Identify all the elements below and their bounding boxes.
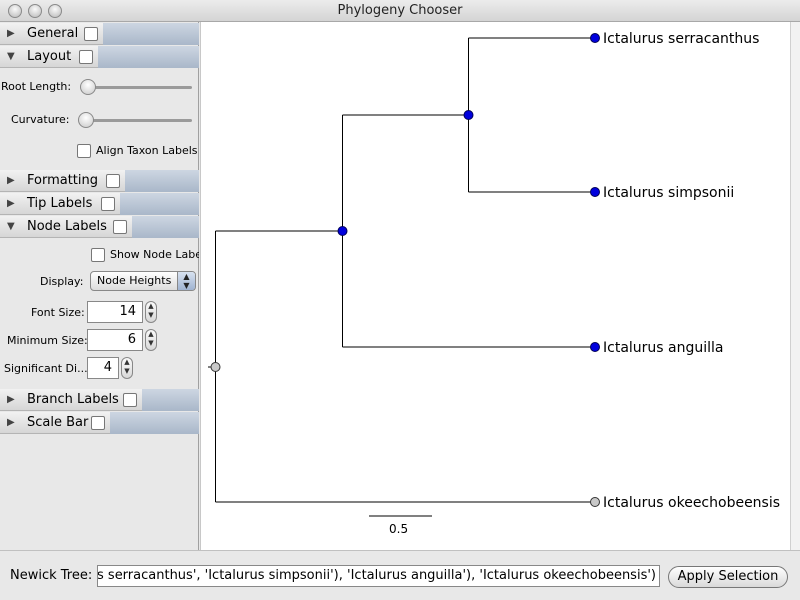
tree-canvas[interactable]: Ictalurus serracanthus Ictalurus simpson… [200, 22, 790, 550]
minimum-size-label: Minimum Size: [7, 334, 88, 347]
section-tip-labels-checkbox[interactable] [101, 197, 115, 211]
show-node-labels-label: Show Node Labe [110, 248, 199, 261]
vertical-scrollbar[interactable] [790, 22, 800, 550]
newick-tree-label: Newick Tree: [10, 568, 93, 583]
section-branch-labels-checkbox[interactable] [123, 393, 137, 407]
section-header-fill [98, 46, 199, 68]
section-node-labels-checkbox[interactable] [113, 220, 127, 234]
section-header-fill [125, 170, 199, 192]
section-layout-checkbox[interactable] [79, 50, 93, 64]
root-length-slider[interactable] [80, 79, 96, 95]
minimum-size-stepper[interactable]: ▲▼ [145, 329, 157, 351]
taxon-label-anguilla[interactable]: Ictalurus anguilla [603, 340, 724, 356]
curvature-slider-track[interactable] [80, 119, 192, 122]
section-formatting-checkbox[interactable] [106, 174, 120, 188]
disclosure-down-icon[interactable]: ▼ [7, 51, 15, 62]
section-formatting-label: Formatting [27, 173, 99, 188]
display-popup[interactable]: Node Heights ▲▼ [90, 271, 196, 291]
section-branch-labels-label: Branch Labels [27, 392, 119, 407]
section-layout-label: Layout [27, 49, 72, 64]
root-length-label: Root Length: [1, 80, 72, 93]
significant-digits-label: Significant Di... [4, 362, 87, 375]
section-header-fill [132, 216, 199, 238]
align-taxon-labels-checkbox[interactable] [77, 144, 91, 158]
disclosure-right-icon[interactable]: ▶ [7, 394, 15, 405]
window-title: Phylogeny Chooser [337, 3, 463, 18]
popup-arrows-icon: ▲▼ [177, 272, 195, 290]
tip-node-okeechobeensis[interactable] [590, 497, 600, 507]
taxon-label-simpsonii[interactable]: Ictalurus simpsonii [603, 185, 734, 201]
inner-node[interactable] [337, 226, 348, 236]
newick-tree-field[interactable]: urus serracanthus', 'Ictalurus simpsonii… [97, 565, 660, 587]
section-header-fill [103, 23, 199, 45]
sidebar-panel: ▶ General ▼ Layout Root Length: Curvatur… [0, 22, 199, 550]
root-node[interactable] [210, 362, 221, 372]
tip-node-serracanthus[interactable] [590, 33, 600, 43]
significant-digits-stepper[interactable]: ▲▼ [121, 357, 133, 379]
section-tip-labels[interactable]: ▶ Tip Labels [0, 193, 199, 215]
title-bar: Phylogeny Chooser [0, 0, 800, 22]
tip-node-simpsonii[interactable] [590, 187, 600, 197]
disclosure-right-icon[interactable]: ▶ [7, 175, 15, 186]
align-taxon-labels-label: Align Taxon Labels [96, 144, 198, 157]
section-branch-labels[interactable]: ▶ Branch Labels [0, 389, 199, 411]
curvature-label: Curvature: [11, 113, 70, 126]
tree-svg[interactable]: Ictalurus serracanthus Ictalurus simpson… [201, 22, 791, 550]
section-general[interactable]: ▶ General [0, 23, 199, 45]
section-scale-bar-label: Scale Bar [27, 415, 89, 430]
sister-node[interactable] [463, 110, 474, 120]
curvature-slider[interactable] [78, 112, 94, 128]
section-node-labels[interactable]: ▼ Node Labels [0, 216, 199, 238]
display-label: Display: [40, 275, 84, 288]
section-node-labels-label: Node Labels [27, 219, 107, 234]
root-length-slider-track[interactable] [82, 86, 192, 89]
font-size-stepper[interactable]: ▲▼ [145, 301, 157, 323]
section-header-fill [142, 389, 199, 411]
section-layout[interactable]: ▼ Layout [0, 46, 199, 68]
disclosure-right-icon[interactable]: ▶ [7, 417, 15, 428]
zoom-button[interactable] [48, 4, 62, 18]
significant-digits-field[interactable]: 4 [87, 357, 119, 379]
newick-tree-value: urus serracanthus', 'Ictalurus simpsonii… [97, 568, 656, 583]
disclosure-right-icon[interactable]: ▶ [7, 28, 15, 39]
show-node-labels-checkbox[interactable] [91, 248, 105, 262]
section-scale-bar-checkbox[interactable] [91, 416, 105, 430]
section-tip-labels-label: Tip Labels [27, 196, 93, 211]
tip-node-anguilla[interactable] [590, 342, 600, 352]
minimum-size-field[interactable]: 6 [87, 329, 143, 351]
display-popup-value: Node Heights [97, 274, 172, 287]
apply-selection-button[interactable]: Apply Selection [668, 566, 788, 588]
section-header-fill [110, 412, 199, 434]
minimize-button[interactable] [28, 4, 42, 18]
scale-bar-label: 0.5 [389, 522, 408, 536]
close-button[interactable] [8, 4, 22, 18]
bottom-bar: Newick Tree: urus serracanthus', 'Ictalu… [0, 550, 800, 600]
section-scale-bar[interactable]: ▶ Scale Bar [0, 412, 199, 434]
section-formatting[interactable]: ▶ Formatting [0, 170, 199, 192]
taxon-label-serracanthus[interactable]: Ictalurus serracanthus [603, 31, 759, 47]
disclosure-right-icon[interactable]: ▶ [7, 198, 15, 209]
section-general-label: General [27, 26, 79, 41]
section-general-checkbox[interactable] [84, 27, 98, 41]
taxon-label-okeechobeensis[interactable]: Ictalurus okeechobeensis [603, 495, 780, 511]
font-size-label: Font Size: [31, 306, 85, 319]
font-size-field[interactable]: 14 [87, 301, 143, 323]
section-header-fill [120, 193, 199, 215]
disclosure-down-icon[interactable]: ▼ [7, 221, 15, 232]
